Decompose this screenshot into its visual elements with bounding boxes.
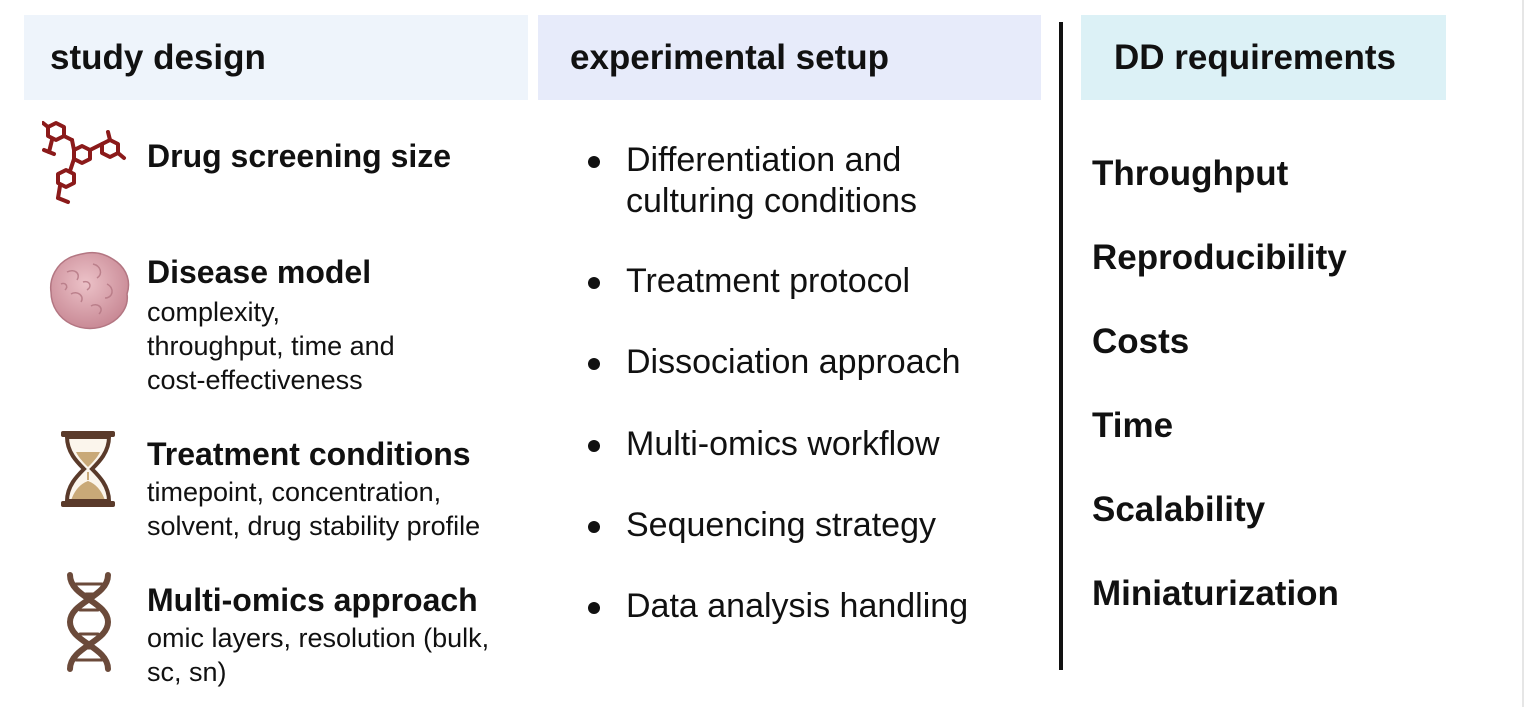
hourglass-icon bbox=[61, 431, 115, 507]
list-item-line: Differentiation and bbox=[626, 141, 902, 179]
list-item: Multi-omics workflow bbox=[588, 424, 940, 465]
header-experimental-setup: experimental setup bbox=[538, 15, 1041, 100]
dd-requirement-reproducibility: Reproducibility bbox=[1092, 238, 1347, 277]
study-item-title: Drug screening size bbox=[147, 138, 452, 174]
list-item: Dissociation approach bbox=[588, 342, 961, 383]
list-item: Data analysis handling bbox=[588, 586, 968, 627]
study-item-desc-line: timepoint, concentration, bbox=[147, 477, 442, 507]
study-item-disease-model: Disease model complexity, throughput, ti… bbox=[42, 250, 532, 400]
study-item-drug-screening: Drug screening size bbox=[42, 118, 532, 218]
study-item-desc-line: omic layers, resolution (bulk, bbox=[147, 623, 490, 653]
dd-requirement-time: Time bbox=[1092, 406, 1174, 445]
study-item-title: Multi-omics approach bbox=[147, 582, 478, 618]
dd-requirement-scalability: Scalability bbox=[1092, 490, 1266, 529]
header-dd-requirements: DD requirements bbox=[1081, 15, 1446, 100]
study-item-desc-line: throughput, time and bbox=[147, 331, 395, 361]
study-item-title: Disease model bbox=[147, 254, 372, 290]
study-item-desc-line: solvent, drug stability profile bbox=[147, 511, 481, 541]
list-item-line: Treatment protocol bbox=[626, 262, 911, 300]
list-item-line: Data analysis handling bbox=[626, 587, 969, 625]
dd-requirement-costs: Costs bbox=[1092, 322, 1190, 361]
molecule-icon bbox=[42, 121, 126, 204]
list-item-line: culturing conditions bbox=[626, 182, 918, 220]
header-study-design: study design bbox=[24, 15, 528, 100]
study-item-multi-omics: Multi-omics approach omic layers, resolu… bbox=[42, 572, 532, 692]
study-item-desc-line: complexity, bbox=[147, 297, 281, 327]
list-item: Sequencing strategy bbox=[588, 505, 936, 546]
study-item-title: Treatment conditions bbox=[147, 436, 471, 472]
study-item-desc-line: sc, sn) bbox=[147, 657, 227, 687]
list-item-line: Dissociation approach bbox=[626, 343, 961, 381]
organoid-icon bbox=[49, 251, 130, 330]
list-item: Treatment protocol bbox=[588, 261, 910, 302]
column-divider bbox=[1059, 22, 1063, 670]
dd-requirement-miniaturization: Miniaturization bbox=[1092, 574, 1339, 613]
dna-helix-icon bbox=[66, 572, 112, 672]
study-item-desc-line: cost-effectiveness bbox=[147, 365, 363, 395]
list-item: Differentiation and culturing conditions bbox=[588, 140, 917, 222]
study-item-treatment-conditions: Treatment conditions timepoint, concentr… bbox=[42, 430, 532, 541]
list-item-line: Sequencing strategy bbox=[626, 506, 936, 544]
list-item-line: Multi-omics workflow bbox=[626, 425, 940, 463]
dd-requirement-throughput: Throughput bbox=[1092, 154, 1289, 193]
